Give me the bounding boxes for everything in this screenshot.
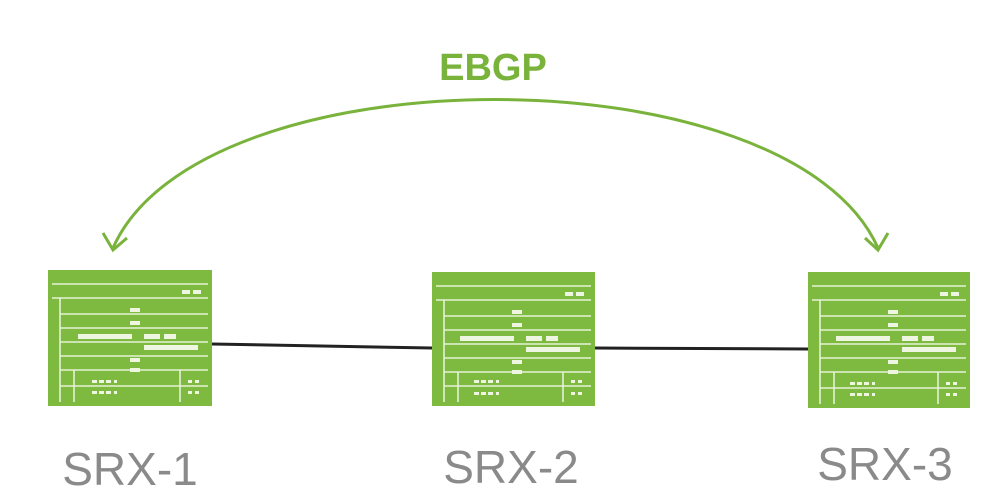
router-chassis-icon [48, 270, 212, 406]
device-label-srx3: SRX-3 [817, 438, 952, 490]
device-label-srx1: SRX-1 [62, 443, 197, 495]
device-srx3: SRX-3 [808, 272, 970, 490]
ebgp-session-arc [111, 98, 880, 249]
router-chassis-icon [808, 272, 970, 408]
device-label-srx2: SRX-2 [443, 441, 578, 493]
link-srx2-srx3 [594, 346, 809, 351]
ebgp-label: EBGP [439, 47, 547, 89]
device-srx1: SRX-1 [48, 270, 212, 495]
link-srx1-srx2 [211, 342, 433, 350]
ebgp-arrowhead-right-icon [863, 232, 890, 253]
ebgp-arrowhead-left-icon [101, 232, 128, 253]
router-chassis-icon [432, 272, 595, 406]
device-srx2: SRX-2 [432, 272, 595, 493]
